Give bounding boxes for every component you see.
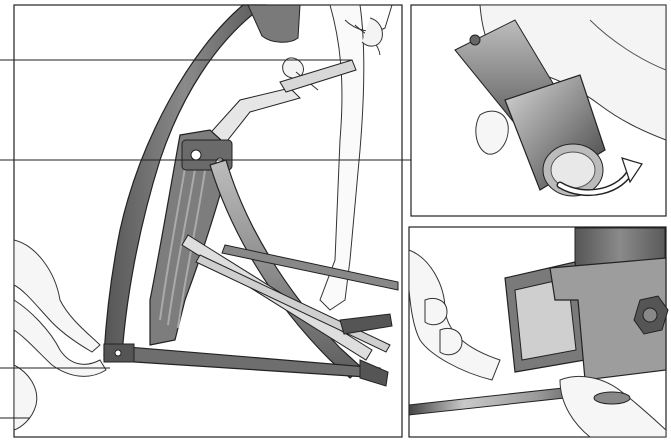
handlebar-top [247, 4, 301, 43]
rail-diagonal-lower [195, 254, 391, 353]
hand-left [408, 249, 501, 381]
panel-detail-knob [410, 4, 667, 217]
screw-icon [469, 34, 481, 46]
bolt-icon [633, 295, 669, 335]
rail-top-long [221, 244, 399, 291]
hand-right [559, 375, 667, 438]
panel-detail-bracket [408, 226, 669, 438]
panel-main-border [13, 4, 403, 438]
callout-lines [0, 59, 430, 419]
adjustment-knob [504, 74, 606, 197]
rotation-arrow-icon [556, 157, 643, 196]
arm-grip [279, 59, 357, 93]
thumb [475, 110, 509, 155]
panel-main-assembly [13, 4, 403, 438]
rear-foot [359, 359, 389, 387]
hands-left [13, 239, 107, 431]
pedal [339, 313, 393, 335]
person-standing [282, 4, 393, 311]
washer-icon [593, 391, 631, 405]
